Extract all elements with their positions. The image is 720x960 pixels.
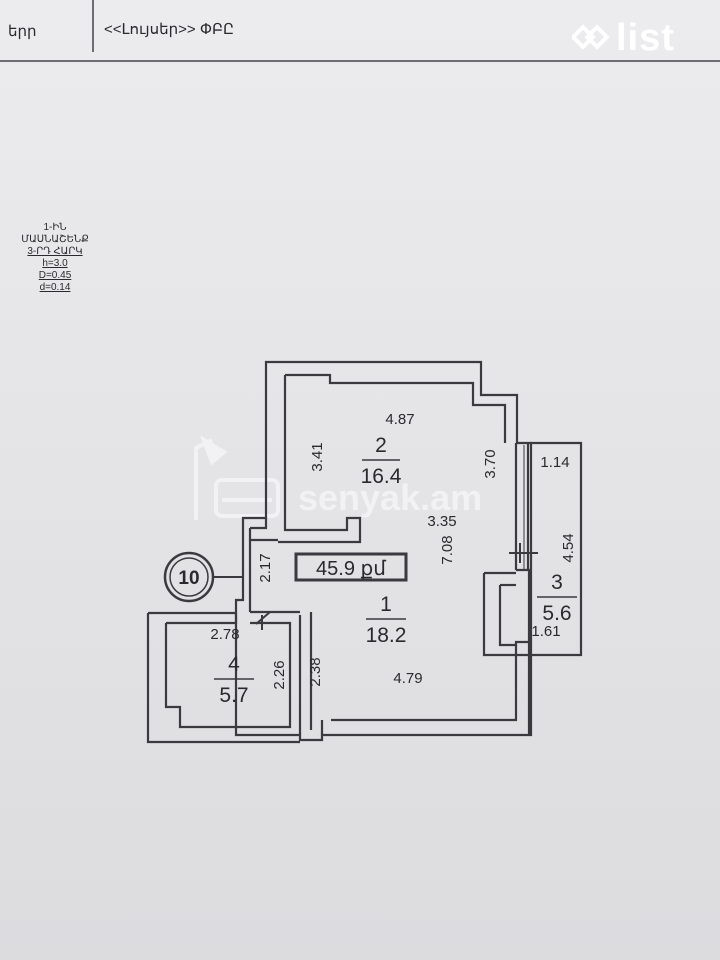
room-2-area: 16.4 (361, 465, 402, 488)
legend-inner-wall: d=0.14 (39, 282, 71, 293)
dim-room1-bottom: 4.79 (393, 670, 422, 687)
room-4-label: 4 5.7 (214, 653, 254, 707)
room-3-label: 3 5.6 (537, 571, 577, 625)
dim-room1-top: 3.35 (427, 513, 456, 530)
dim-room1-left: 2.38 (307, 657, 324, 686)
watermark-text: senyak.am (298, 477, 482, 518)
dim-room2-height: 3.41 (309, 442, 326, 471)
entrance-marker (163, 551, 244, 603)
room-1-number: 1 (380, 593, 392, 616)
floor-legend: 1-ԻՆ ՄԱՍՆԱՇԵՆՔ 3-ՐԴ ՀԱՐԿ h=3.0 D=0.45 d=… (10, 222, 100, 294)
header-strip: երր <<Լույսեր>> ՓԲԸ (0, 0, 720, 62)
room-2-number: 2 (375, 434, 387, 457)
list-logo-icon (572, 24, 610, 50)
room-3-number: 3 (551, 571, 563, 594)
legend-height: h=3.0 (42, 258, 68, 269)
legend-floor: 3-ՐԴ ՀԱՐԿ (27, 246, 83, 257)
dim-entry: 2.17 (257, 553, 274, 582)
room-3-area: 5.6 (542, 602, 571, 625)
total-area: 45.9 քմ (316, 558, 386, 580)
walls (146, 360, 583, 744)
dim-room2-width: 4.87 (385, 411, 414, 428)
company-name: <<Լույսեր>> ՓԲԸ (104, 21, 234, 38)
header-left-text: երր (8, 23, 37, 40)
room-1-area: 18.2 (366, 624, 407, 647)
lamp-sofa-icon (194, 435, 280, 520)
entrance-number: 10 (178, 568, 199, 589)
room-4-area: 5.7 (219, 684, 248, 707)
dim-room4-height: 2.26 (271, 660, 288, 689)
legend-outer-wall: D=0.45 (38, 270, 72, 281)
dim-room4-width: 2.78 (210, 626, 239, 643)
header-left-cell (0, 0, 94, 52)
dim-room2-right: 3.70 (482, 449, 499, 478)
dim-balcony-height: 4.54 (560, 533, 577, 562)
room-2-label: 2 16.4 (361, 434, 402, 488)
total-area-box (294, 552, 408, 582)
dim-room3-width: 1.61 (531, 623, 560, 640)
dim-balcony-width: 1.14 (540, 454, 569, 471)
dimensions: 4.87 3.41 3.70 1.14 4.54 3.35 7.08 2.17 … (210, 411, 577, 690)
dim-room1-height: 7.08 (439, 535, 456, 564)
list-logo[interactable]: list (572, 16, 675, 59)
room-4-number: 4 (228, 653, 240, 676)
room-1-label: 1 18.2 (366, 593, 407, 647)
logo-text: list (616, 16, 675, 59)
legend-building: 1-ԻՆ ՄԱՍՆԱՇԵՆՔ (21, 222, 89, 245)
door-marks (255, 445, 538, 630)
